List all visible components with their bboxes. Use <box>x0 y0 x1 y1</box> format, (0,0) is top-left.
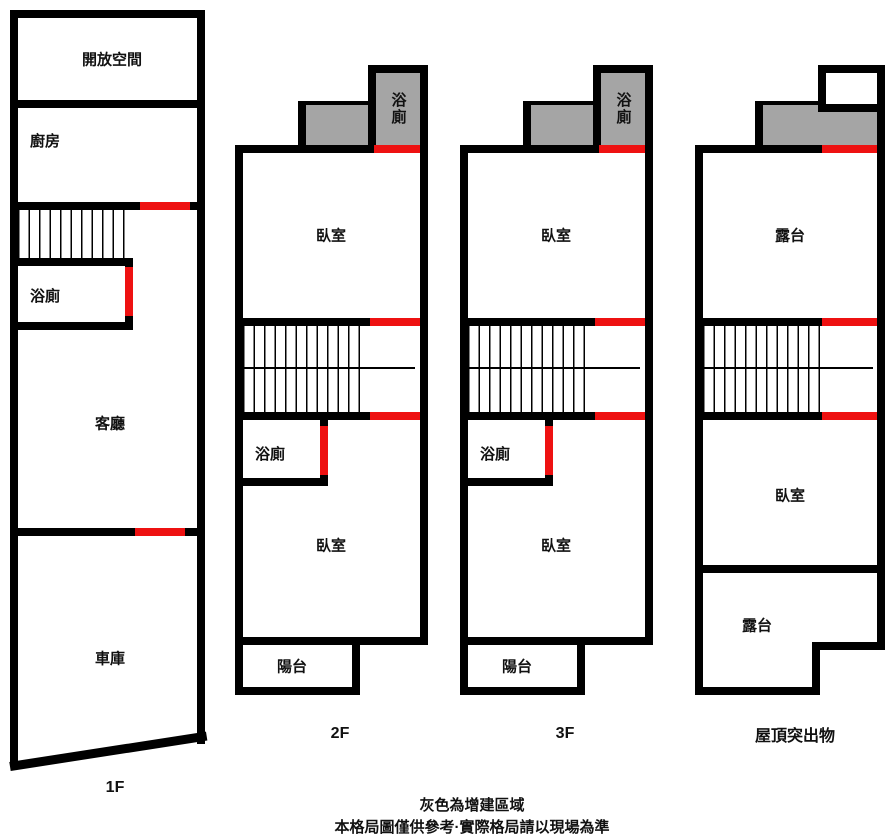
room-label-bath: 浴廁 <box>255 446 286 463</box>
wall-slanted <box>9 731 208 771</box>
door-marker <box>125 267 133 316</box>
door-marker <box>545 426 553 475</box>
wall <box>812 642 820 695</box>
wall <box>577 645 585 695</box>
floor-name-3f: 3F <box>555 725 575 742</box>
floor-name-roof: 屋頂突出物 <box>754 728 836 745</box>
door-marker <box>595 318 645 326</box>
room-bath-top: 浴廁 <box>593 65 653 153</box>
wall <box>235 412 370 420</box>
door-marker <box>370 412 420 420</box>
floor-name-2f: 2F <box>330 725 350 742</box>
wall <box>460 412 595 420</box>
wall <box>235 478 328 486</box>
room-label-terrace-bottom: 露台 <box>741 617 773 635</box>
floor-name-1f: 1F <box>105 779 125 796</box>
room-label-bedroom-bottom: 臥室 <box>540 537 572 555</box>
door-marker <box>135 528 185 536</box>
wall <box>235 145 243 695</box>
room-label-garage: 車庫 <box>94 650 126 668</box>
wall <box>695 145 822 153</box>
stairs <box>468 326 585 412</box>
wall <box>185 528 205 536</box>
wall <box>10 202 140 210</box>
door-marker <box>822 412 877 420</box>
wall <box>190 202 205 210</box>
wall <box>235 318 370 326</box>
floorplan-1f: 開放空間 廚房 浴廁 客廳 車庫 <box>9 10 210 785</box>
wall <box>695 565 885 573</box>
door-marker <box>320 426 328 475</box>
wall <box>460 318 595 326</box>
door-marker <box>374 145 420 153</box>
wall <box>695 412 822 420</box>
door-marker <box>140 202 190 210</box>
wall <box>695 687 820 695</box>
wall <box>10 100 205 108</box>
wall <box>352 645 360 695</box>
extension-top-line <box>755 101 822 105</box>
wall <box>645 145 653 645</box>
room-label-bath: 浴廁 <box>480 446 511 463</box>
stairs <box>243 326 360 412</box>
room-label-bedroom-bottom: 臥室 <box>315 537 347 555</box>
door-marker <box>822 318 877 326</box>
wall <box>695 145 703 695</box>
extension-area <box>523 101 593 145</box>
disclaimer-note: 本格局圖僅供參考·實際格局請以現場為準 <box>334 819 610 836</box>
room-label-terrace-top: 露台 <box>774 227 806 245</box>
wall <box>460 145 599 153</box>
stairs <box>18 210 133 258</box>
room-label-bedroom-top: 臥室 <box>315 227 347 245</box>
room-label-open-space: 開放空間 <box>81 51 143 69</box>
wall <box>197 10 205 744</box>
room-label-bedroom: 臥室 <box>774 487 806 505</box>
room-label-bath-top: 浴廁 <box>389 92 407 126</box>
roof-stair-enclosure <box>818 65 885 112</box>
room-label-balcony: 陽台 <box>501 658 533 676</box>
wall <box>877 104 885 650</box>
door-marker <box>370 318 420 326</box>
wall <box>235 637 428 645</box>
wall <box>10 322 133 330</box>
extension-area <box>298 101 368 145</box>
wall <box>460 478 553 486</box>
floorplan-roof: 露台 臥室 露台 <box>695 65 885 695</box>
room-label-bedroom-top: 臥室 <box>540 227 572 245</box>
room-label-bath: 浴廁 <box>30 288 61 305</box>
stairs-midline <box>468 367 640 369</box>
wall <box>812 642 885 650</box>
room-label-balcony: 陽台 <box>276 658 308 676</box>
door-marker <box>822 145 877 153</box>
room-label-bath-top: 浴廁 <box>614 92 632 126</box>
wall <box>460 637 653 645</box>
stairs-midline <box>703 367 873 369</box>
wall <box>235 687 360 695</box>
legend-note: 灰色為增建區域 <box>419 797 525 814</box>
floorplan-3f: 浴廁 臥室 浴廁 臥室 陽台 <box>460 65 653 695</box>
wall <box>235 145 374 153</box>
stairs-midline <box>243 367 415 369</box>
wall <box>10 528 135 536</box>
room-bath-top: 浴廁 <box>368 65 428 153</box>
door-marker <box>599 145 645 153</box>
wall <box>695 318 822 326</box>
wall <box>420 145 428 645</box>
room-label-living: 客廳 <box>94 415 126 433</box>
wall <box>460 687 585 695</box>
wall <box>10 10 18 766</box>
wall <box>10 258 133 266</box>
door-marker <box>595 412 645 420</box>
wall <box>10 10 205 18</box>
wall <box>460 145 468 695</box>
floorplan-2f: 浴廁 臥室 浴廁 臥室 陽台 <box>235 65 428 695</box>
stairs <box>703 326 820 412</box>
room-label-kitchen: 廚房 <box>30 133 61 150</box>
